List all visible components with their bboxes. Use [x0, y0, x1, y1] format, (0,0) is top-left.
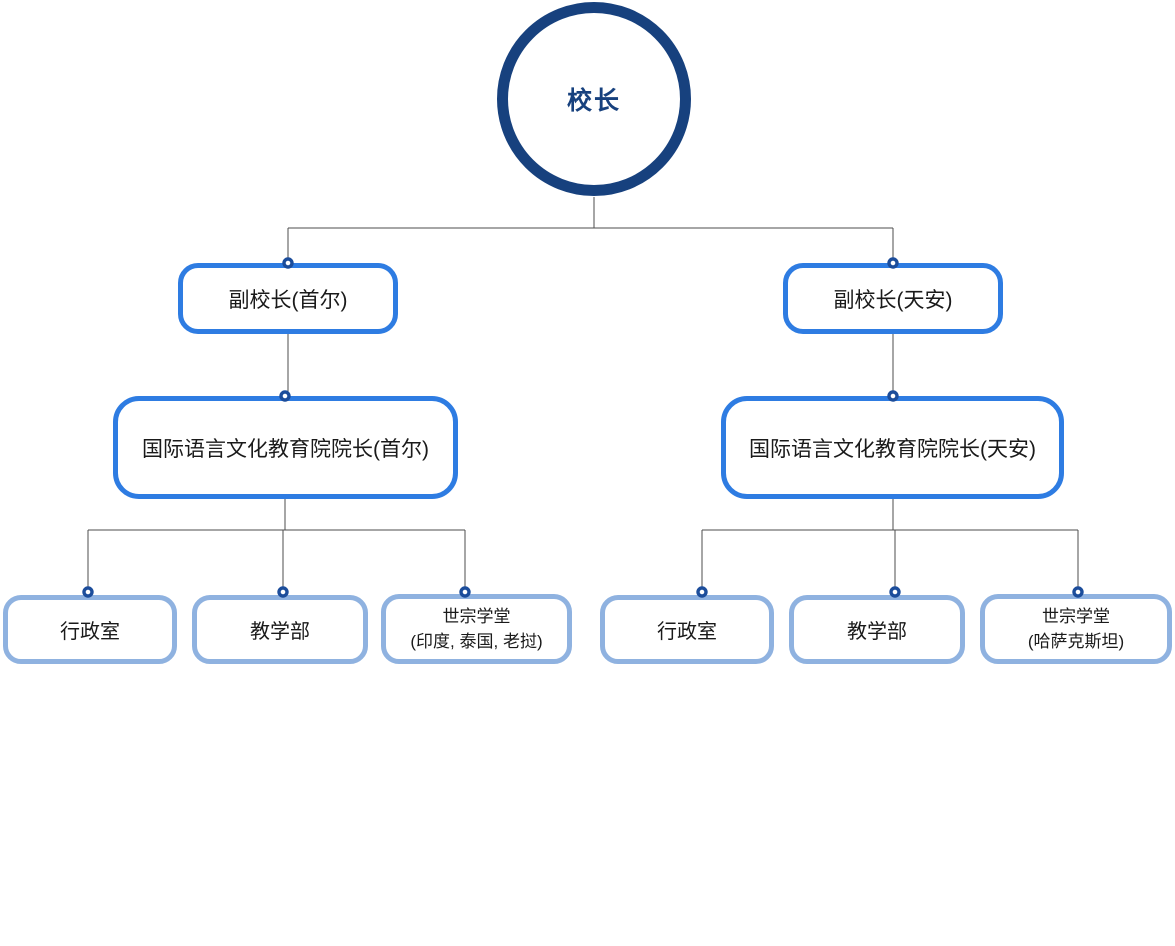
dean-cheonan-node: 国际语言文化教育院院长(天安) [721, 396, 1064, 499]
principal-label: 校长 [566, 87, 621, 115]
dept-sejong-institute-seoul-label: 世宗学堂 [442, 606, 511, 626]
dept-teaching-cheonan-label: 教学部 [847, 621, 907, 643]
dean-seoul-label: 国际语言文化教育院院长(首尔) [142, 437, 429, 461]
dept-admin-office-seoul-label: 行政室 [60, 621, 120, 643]
dean-seoul-node: 国际语言文化教育院院长(首尔) [113, 396, 458, 499]
dept-sejong-institute-cheonan-node: 世宗学堂 (哈萨克斯坦) [980, 594, 1172, 664]
dept-teaching-seoul-label: 教学部 [250, 621, 310, 643]
dept-teaching-seoul-node: 教学部 [192, 595, 368, 664]
dept-sejong-institute-cheonan-label: 世宗学堂 [1042, 606, 1110, 626]
vice-principal-seoul-label: 副校长(首尔) [228, 288, 348, 312]
dept-sejong-institute-seoul-node: 世宗学堂 (印度, 泰国, 老挝) [381, 594, 572, 664]
vice-principal-seoul-node: 副校长(首尔) [178, 263, 398, 334]
dean-cheonan-label: 国际语言文化教育院院长(天安) [749, 437, 1036, 461]
dept-admin-office-cheonan-label: 行政室 [657, 621, 717, 643]
dept-admin-office-seoul-node: 行政室 [3, 595, 177, 664]
principal-node: 校长 [497, 2, 691, 196]
vice-principal-cheonan-label: 副校长(天安) [833, 288, 953, 312]
dept-teaching-cheonan-node: 教学部 [789, 595, 965, 664]
dept-sejong-institute-seoul-sublabel: (印度, 泰国, 老挝) [410, 632, 543, 651]
dept-sejong-institute-cheonan-sublabel: (哈萨克斯坦) [1027, 632, 1125, 651]
dept-admin-office-cheonan-node: 行政室 [600, 595, 774, 664]
vice-principal-cheonan-node: 副校长(天安) [783, 263, 1003, 334]
